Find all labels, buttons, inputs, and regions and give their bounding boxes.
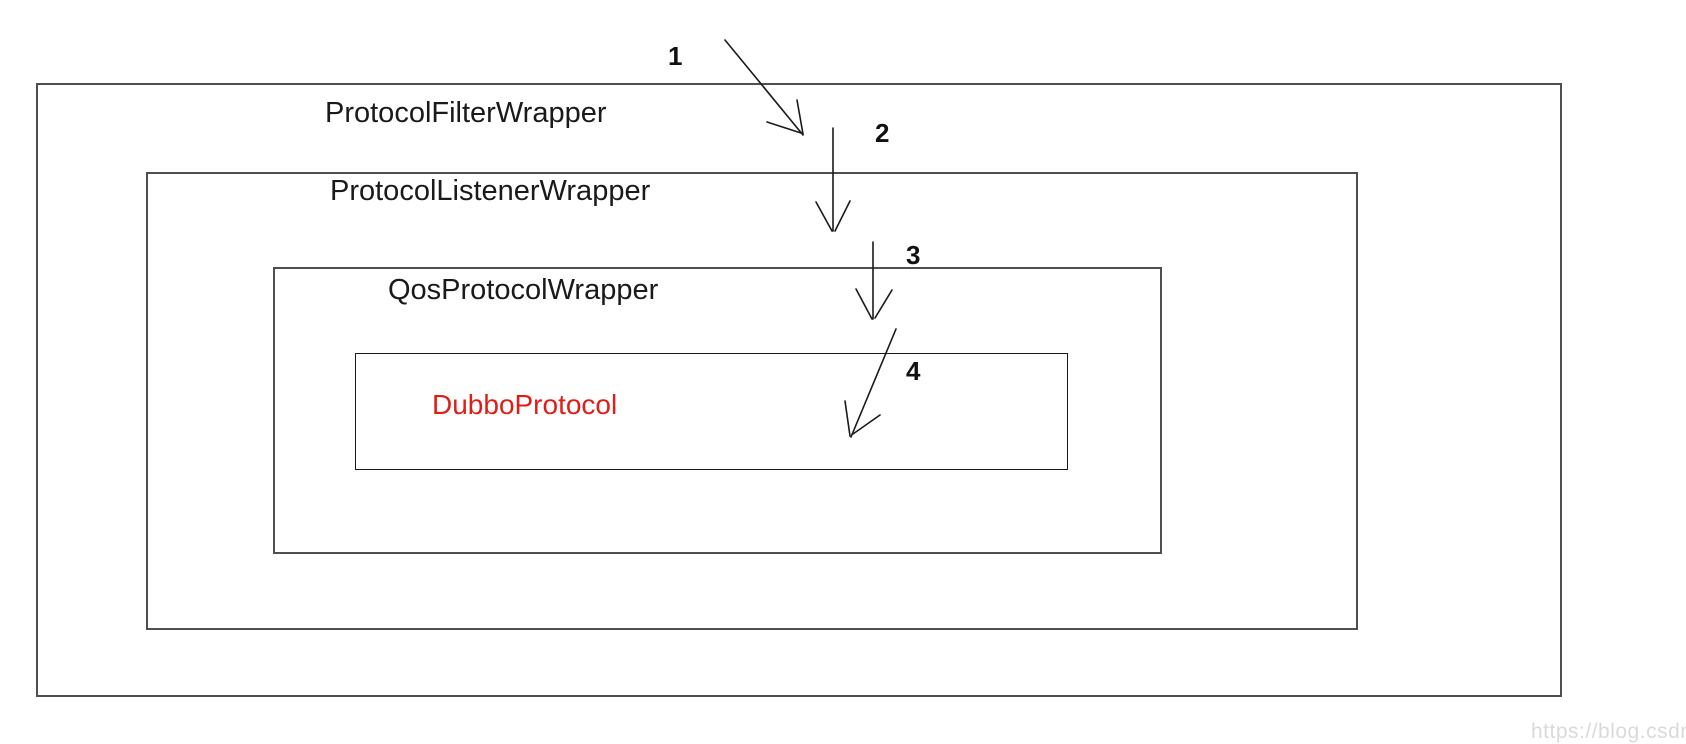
watermark: https://blog.csdn.n: [1531, 720, 1686, 743]
box-qos-protocol-wrapper: [273, 267, 1162, 554]
box-protocol-listener-wrapper: [146, 172, 1358, 630]
label-qos-protocol-wrapper: QosProtocolWrapper: [388, 274, 659, 306]
label-dubbo-protocol: DubboProtocol: [432, 389, 618, 420]
arrow-3-number: 3: [906, 240, 921, 270]
box-dubbo-protocol: [355, 353, 1068, 470]
arrow-2-number: 2: [875, 118, 890, 148]
arrow-1-number: 1: [668, 41, 683, 71]
arrow-4-number: 4: [906, 356, 921, 386]
label-protocol-listener-wrapper: ProtocolListenerWrapper: [330, 175, 651, 207]
label-protocol-filter-wrapper: ProtocolFilterWrapper: [325, 97, 607, 129]
